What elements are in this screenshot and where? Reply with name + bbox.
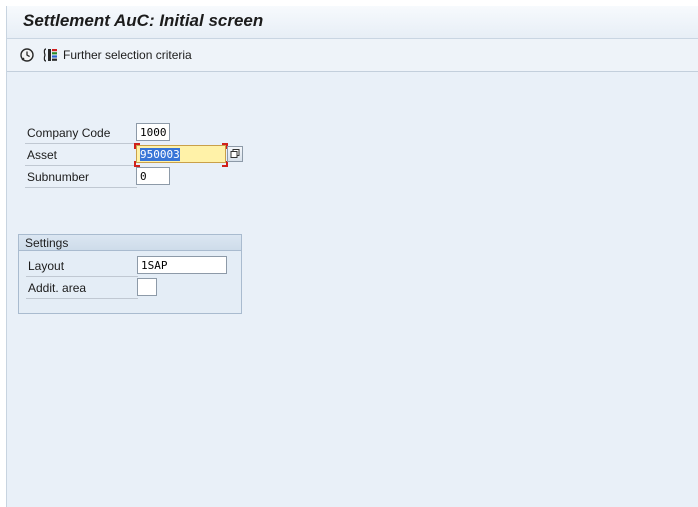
main-window: Settlement AuC: Initial screen Further s… — [6, 6, 698, 507]
asset-input[interactable]: 950003 — [136, 145, 226, 163]
focus-corner-bottom-left — [134, 161, 140, 167]
layout-label: Layout — [26, 256, 138, 277]
further-selection-criteria-button[interactable]: Further selection criteria — [43, 46, 192, 64]
asset-label: Asset — [25, 145, 137, 166]
asset-search-help-button[interactable] — [227, 146, 243, 162]
settings-group-title: Settings — [19, 235, 241, 251]
focus-corner-top-left — [134, 143, 140, 149]
title-bar: Settlement AuC: Initial screen — [7, 6, 698, 39]
settings-group: Settings Layout 1SAP Addit. area — [18, 234, 242, 314]
layout-input[interactable]: 1SAP — [137, 256, 227, 274]
subnumber-label: Subnumber — [25, 167, 137, 188]
application-toolbar: Further selection criteria — [7, 39, 698, 72]
addit-area-input[interactable] — [137, 278, 157, 296]
asset-input-selection: 950003 — [140, 148, 180, 161]
company-code-input[interactable]: 1000 — [136, 123, 170, 141]
further-selection-label: Further selection criteria — [63, 48, 192, 62]
search-help-icon — [230, 149, 240, 158]
execute-button[interactable] — [19, 46, 37, 64]
execute-clock-icon — [20, 48, 34, 62]
company-code-label: Company Code — [25, 123, 137, 144]
subnumber-input[interactable]: 0 — [136, 167, 170, 185]
addit-area-label: Addit. area — [26, 278, 138, 299]
focus-corner-bottom-right — [222, 161, 228, 167]
dynamic-selection-icon — [43, 48, 57, 62]
page-title: Settlement AuC: Initial screen — [23, 11, 264, 30]
